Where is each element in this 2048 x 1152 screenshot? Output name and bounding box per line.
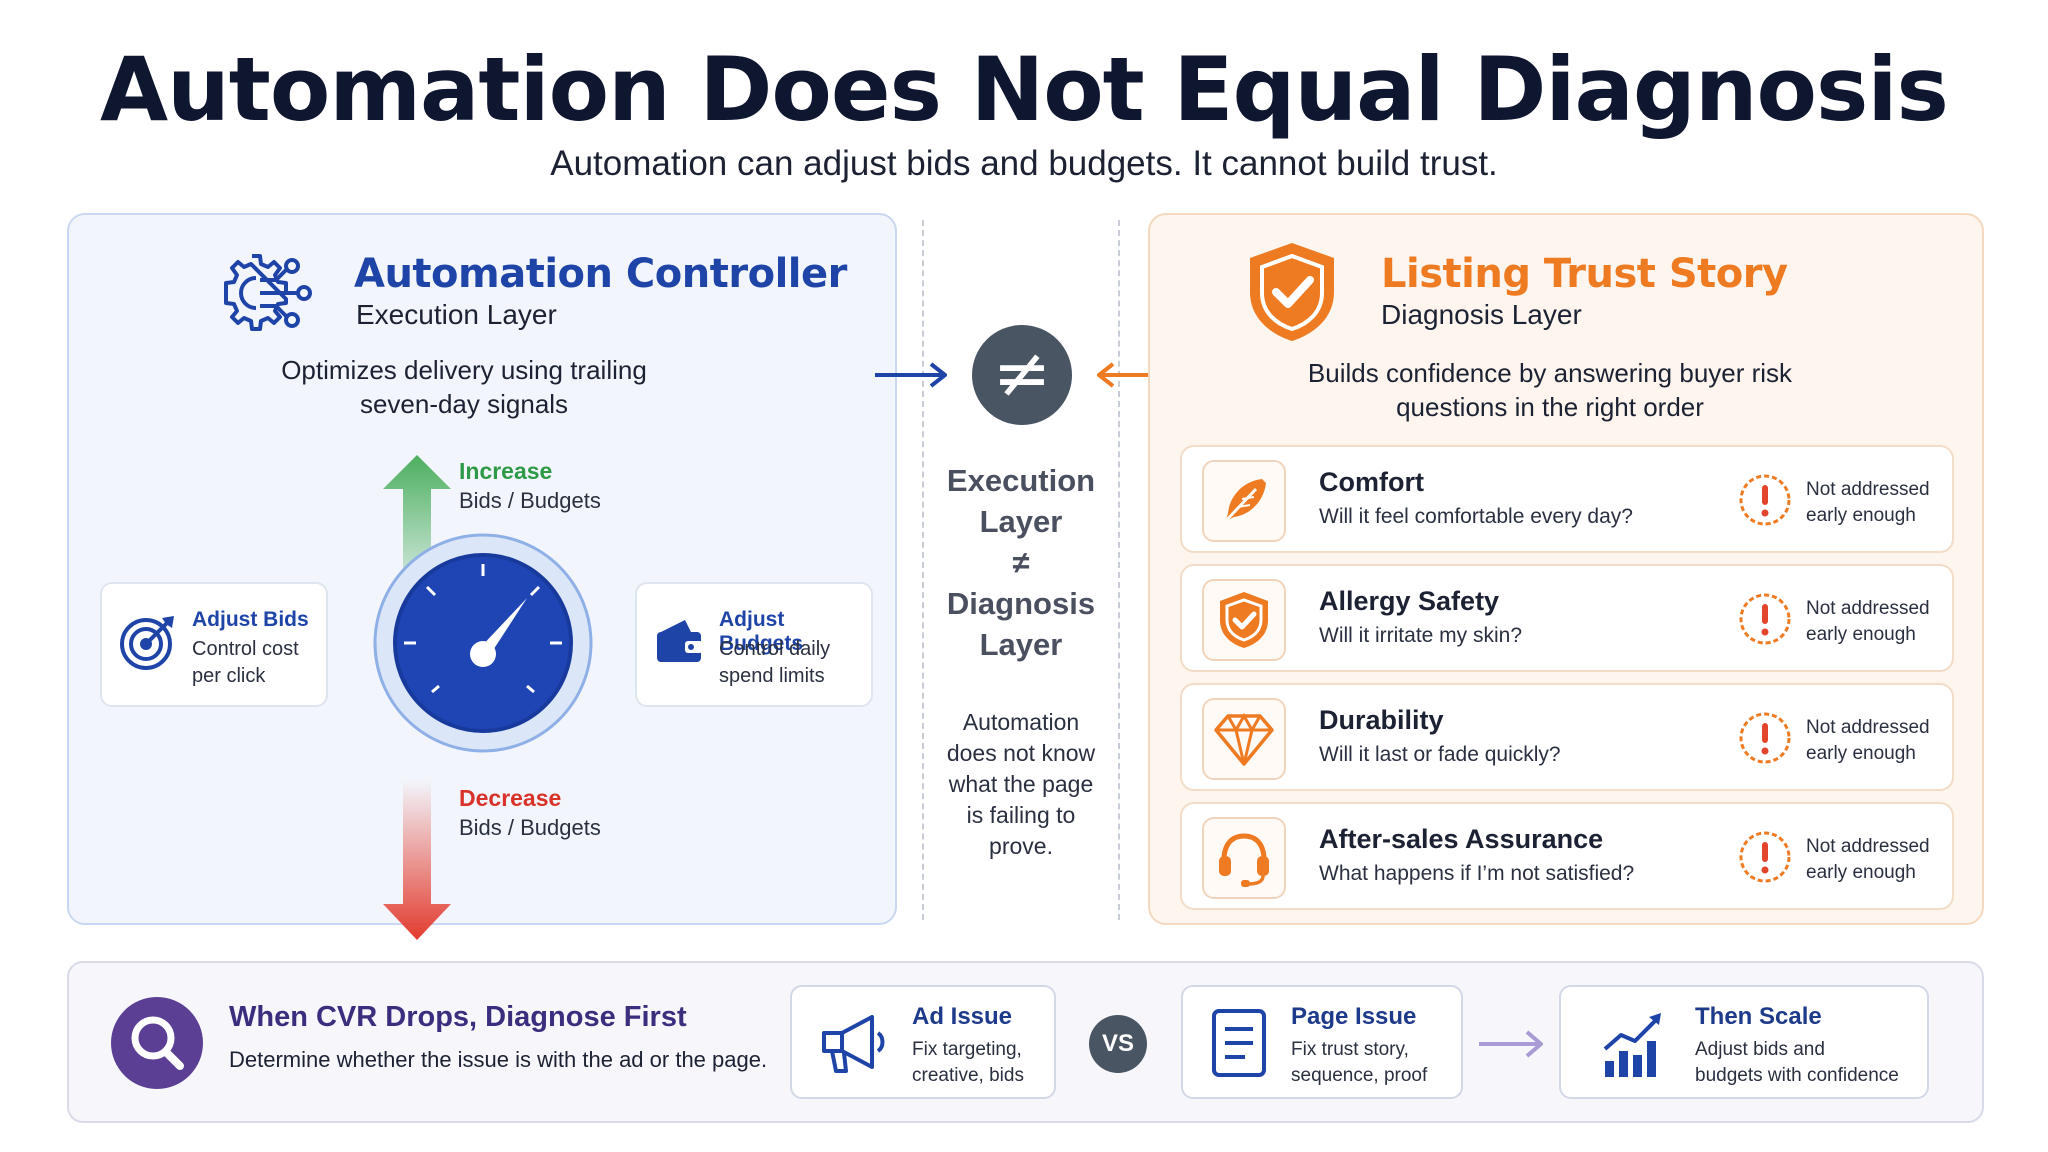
trust-item-after-sales: After-sales Assurance What happens if I’… (1180, 802, 1954, 910)
trust-item-status: Not addressed early enough (1806, 598, 1930, 645)
divider-right (1118, 220, 1120, 920)
adjust-budgets-card: Adjust Budgets Control daily spend limit… (635, 582, 873, 707)
speed-gauge-icon (373, 533, 593, 753)
listing-trust-story-title: Listing Trust Story (1381, 251, 1788, 297)
magnifier-icon (111, 997, 203, 1089)
decrease-label: Decrease (459, 785, 562, 811)
vs-badge: VS (1089, 1015, 1147, 1073)
increase-sub: Bids / Budgets (459, 488, 601, 513)
shield-check-icon (1250, 243, 1334, 341)
diamond-icon (1214, 712, 1274, 766)
warning-icon (1739, 831, 1791, 883)
headset-icon (1219, 833, 1269, 887)
warning-icon (1739, 593, 1791, 645)
execution-layer-label: Execution Layer (356, 299, 557, 330)
trust-item-durability: Durability Will it last or fade quickly?… (1180, 683, 1954, 791)
then-scale-card: Then Scale Adjust bids and budgets with … (1559, 985, 1929, 1099)
adjust-bids-desc: Control cost per click (192, 638, 299, 687)
increase-arrow (383, 455, 451, 613)
page-issue-card: Page Issue Fix trust story, sequence, pr… (1181, 985, 1463, 1099)
increase-label: Increase (459, 458, 553, 484)
then-scale-title: Then Scale (1695, 1003, 1822, 1030)
target-icon (120, 616, 174, 670)
then-scale-desc: Adjust bids and budgets with confidence (1695, 1039, 1899, 1086)
warning-icon (1739, 712, 1791, 764)
controller-description: Optimizes delivery using trailing seven-… (281, 355, 647, 419)
diagnosis-layer-label: Diagnosis Layer (1381, 299, 1582, 330)
trust-item-status: Not addressed early enough (1806, 717, 1930, 764)
arrow-right-blue (875, 362, 947, 388)
automation-note: Automation does not know what the page i… (946, 709, 1096, 859)
trust-item-status: Not addressed early enough (1806, 836, 1930, 883)
trust-item-status: Not addressed early enough (1806, 479, 1930, 526)
trust-story-description: Builds confidence by answering buyer ris… (1307, 358, 1793, 422)
trust-item-comfort: Comfort Will it feel comfortable every d… (1180, 445, 1954, 553)
page-subtitle: Automation can adjust bids and budgets. … (550, 144, 1498, 183)
adjust-budgets-desc: Control daily spend limits (719, 638, 831, 687)
trust-item-title: Allergy Safety (1319, 586, 1500, 616)
megaphone-icon (822, 1015, 885, 1073)
diagnose-first-panel: When CVR Drops, Diagnose First Determine… (67, 961, 1984, 1123)
shield-check-icon (1220, 592, 1268, 648)
trust-item-question: What happens if I’m not satisfied? (1319, 862, 1635, 885)
not-equal-badge: ≠ (972, 325, 1072, 425)
trust-item-title: Durability (1319, 705, 1444, 735)
feather-icon (1220, 479, 1266, 527)
warning-icon (1739, 474, 1791, 526)
page-title: Automation Does Not Equal Diagnosis (100, 38, 1949, 141)
document-icon (1212, 1009, 1266, 1077)
adjust-budgets-title: Adjust Budgets (719, 608, 803, 655)
trust-item-question: Will it feel comfortable every day? (1319, 505, 1633, 528)
page-issue-title: Page Issue (1291, 1003, 1417, 1030)
trust-item-allergy-safety: Allergy Safety Will it irritate my skin?… (1180, 564, 1954, 672)
trust-item-question: Will it irritate my skin? (1319, 624, 1523, 647)
automation-controller-panel: Automation Controller Execution Layer Op… (67, 213, 897, 940)
ad-issue-title: Ad Issue (912, 1003, 1013, 1030)
listing-trust-story-panel: Listing Trust Story Diagnosis Layer Buil… (1148, 213, 1984, 925)
adjust-bids-title: Adjust Bids (192, 608, 309, 631)
decrease-sub: Bids / Budgets (459, 815, 601, 840)
trust-item-title: After-sales Assurance (1319, 824, 1604, 854)
gear-circuit-icon (224, 254, 312, 331)
divider-left (922, 220, 924, 920)
diagnose-first-title: When CVR Drops, Diagnose First (229, 1001, 687, 1033)
growth-chart-icon (1603, 1013, 1661, 1077)
ad-issue-desc: Fix targeting, creative, bids (912, 1039, 1024, 1086)
automation-controller-title: Automation Controller (354, 251, 847, 297)
trust-item-title: Comfort (1319, 467, 1424, 497)
decrease-arrow (383, 780, 451, 940)
wallet-icon (657, 620, 703, 662)
trust-item-question: Will it last or fade quickly? (1319, 743, 1561, 766)
ad-issue-card: Ad Issue Fix targeting, creative, bids (790, 985, 1056, 1099)
arrow-right-lavender (1479, 1030, 1543, 1058)
diagnose-first-desc: Determine whether the issue is with the … (229, 1047, 768, 1072)
execution-not-diagnosis-text: Execution Layer ≠ Diagnosis Layer (946, 463, 1096, 662)
page-issue-desc: Fix trust story, sequence, proof (1291, 1039, 1428, 1086)
adjust-bids-card: Adjust Bids Control cost per click (100, 582, 328, 707)
